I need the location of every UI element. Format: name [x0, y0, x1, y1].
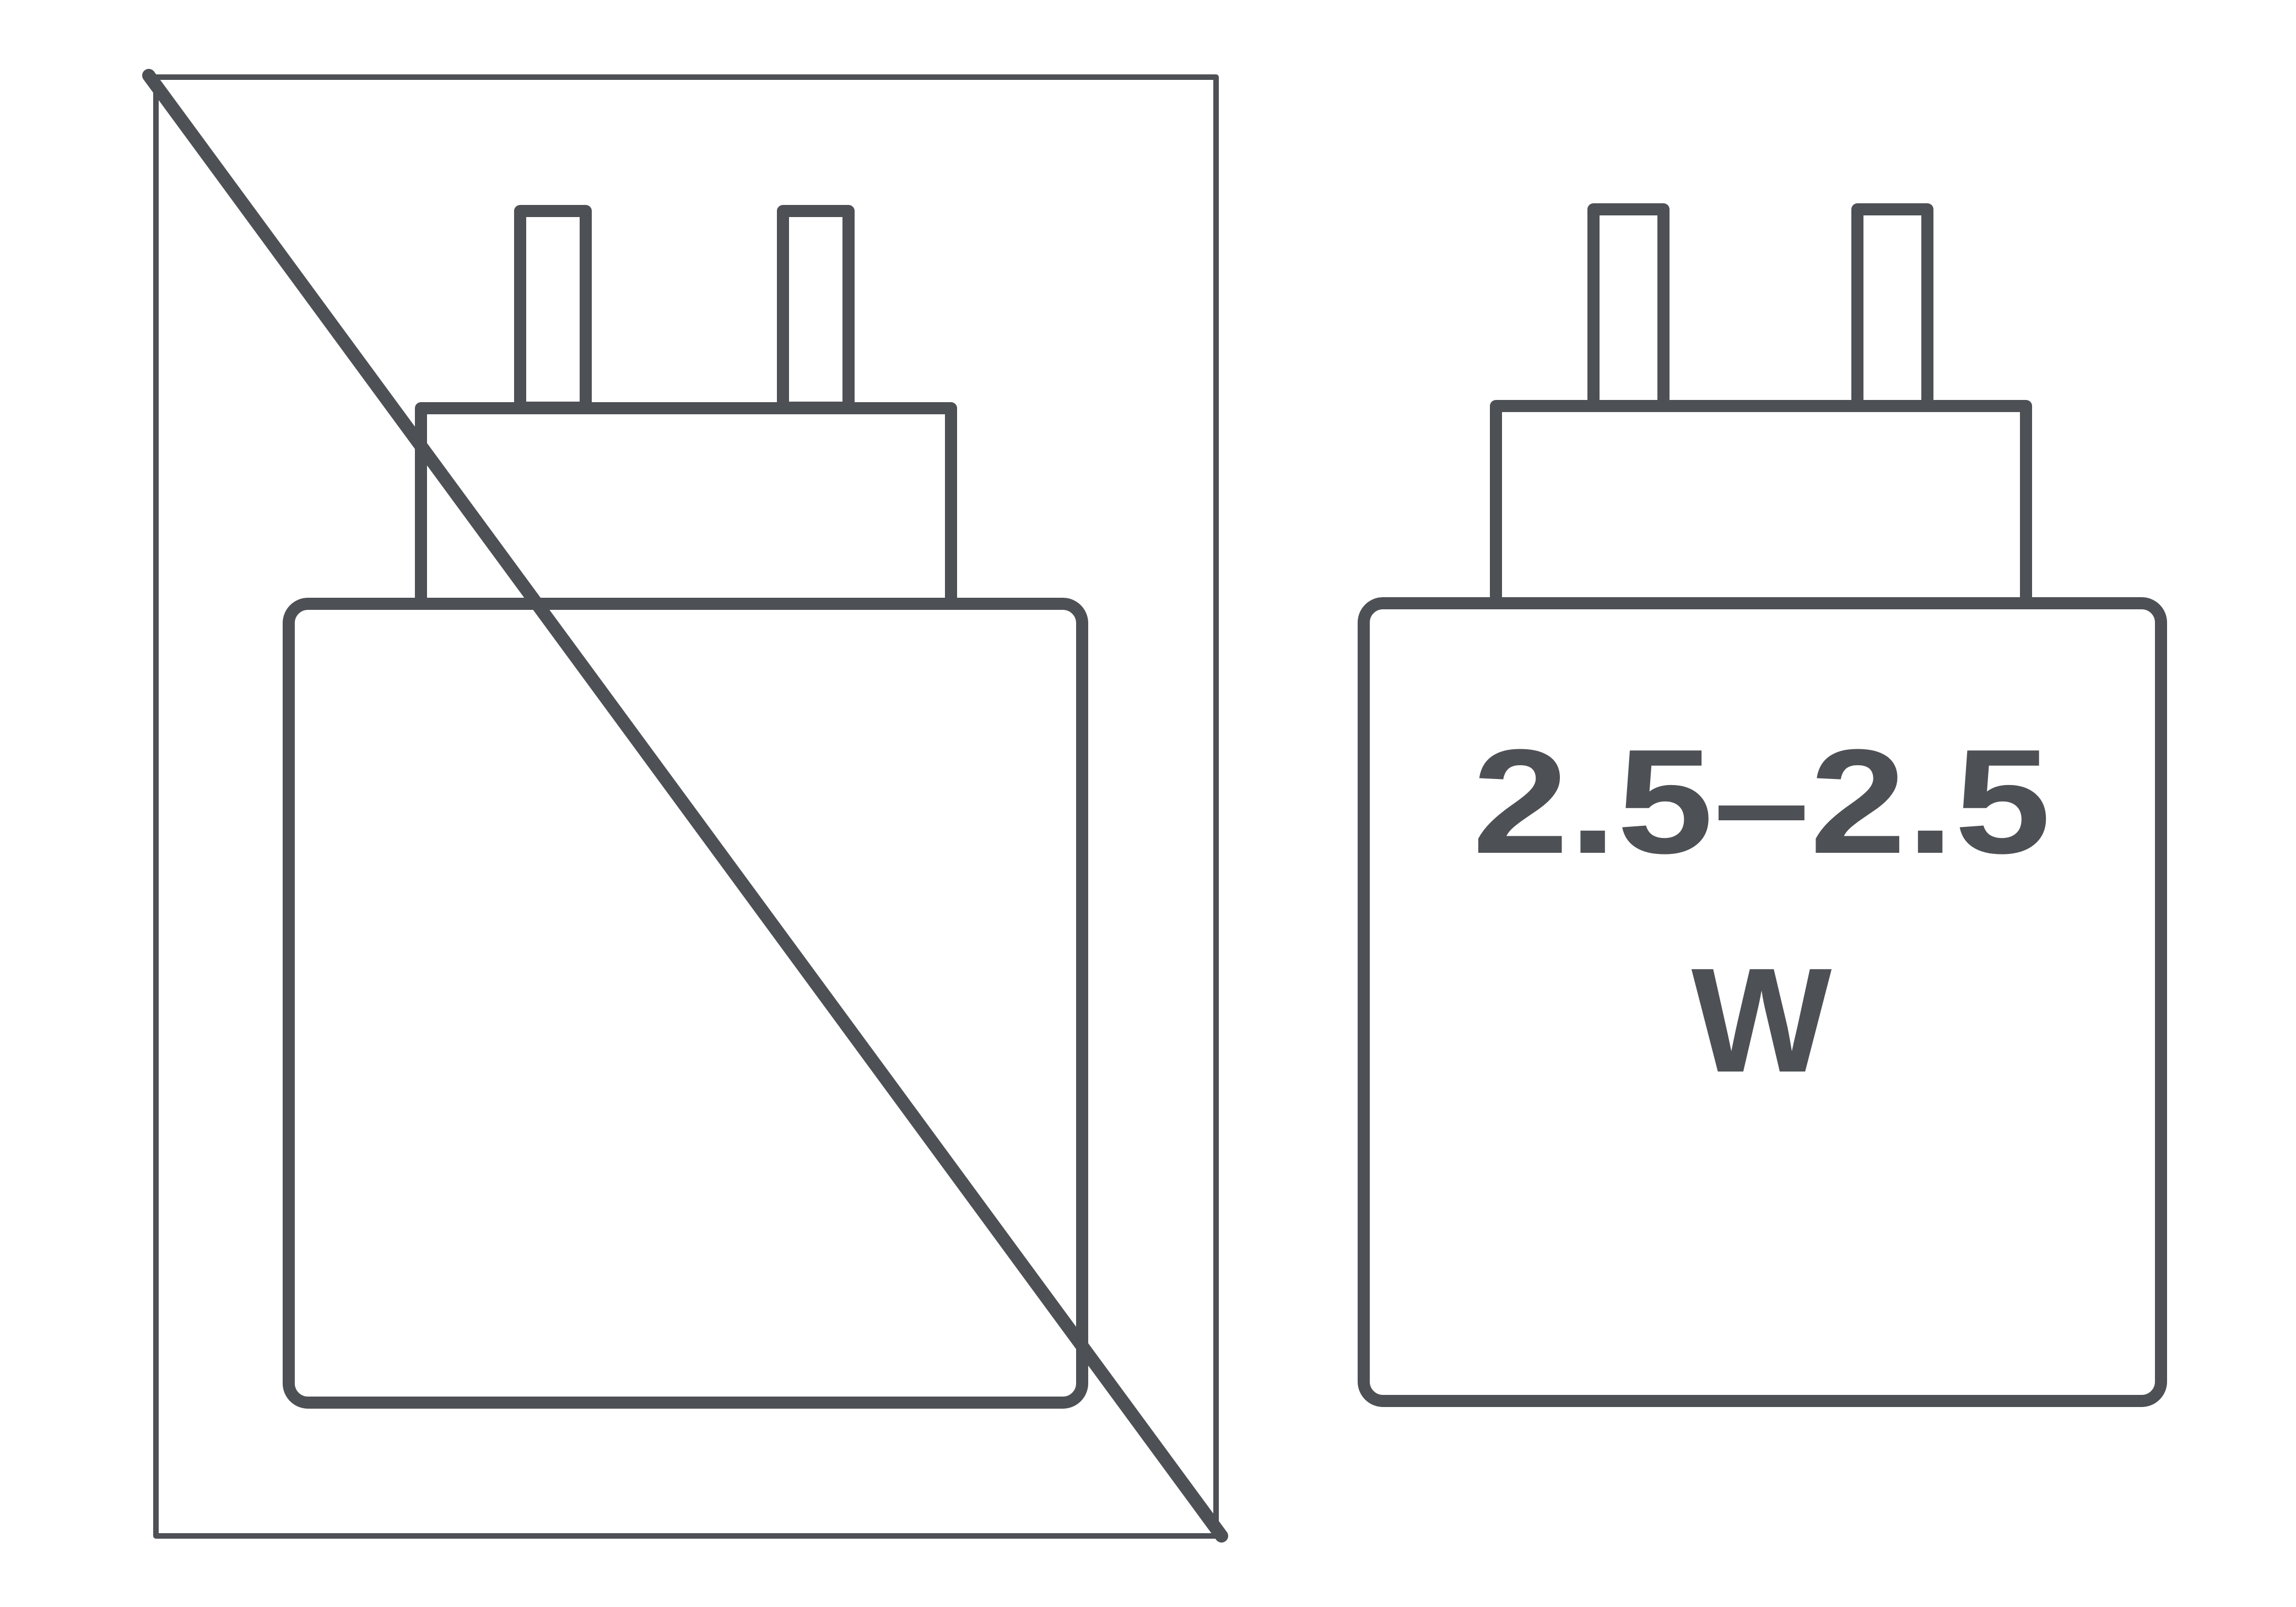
- charger-panel: 2.5–2.5 W: [1358, 203, 2167, 1407]
- charger-not-included-panel: [142, 69, 1228, 1543]
- charger-crossed-out-icon: [283, 205, 1088, 1409]
- charger-neck: [415, 402, 957, 610]
- charger-prong-left: [514, 205, 592, 414]
- charger-neck: [1490, 400, 2032, 609]
- cross-out-slash: [142, 69, 1228, 1543]
- outline-frame: [153, 74, 1219, 1539]
- charger-body: [283, 598, 1088, 1409]
- charger-prong-right: [1851, 203, 1933, 412]
- power-range-label: 2.5–2.5: [1472, 719, 2051, 885]
- power-unit-label: W: [1692, 938, 1833, 1103]
- charger-icon: [1358, 203, 2167, 1407]
- charger-body: [1358, 597, 2167, 1407]
- charger-prong-left: [1587, 203, 1670, 412]
- charger-prong-right: [777, 205, 855, 414]
